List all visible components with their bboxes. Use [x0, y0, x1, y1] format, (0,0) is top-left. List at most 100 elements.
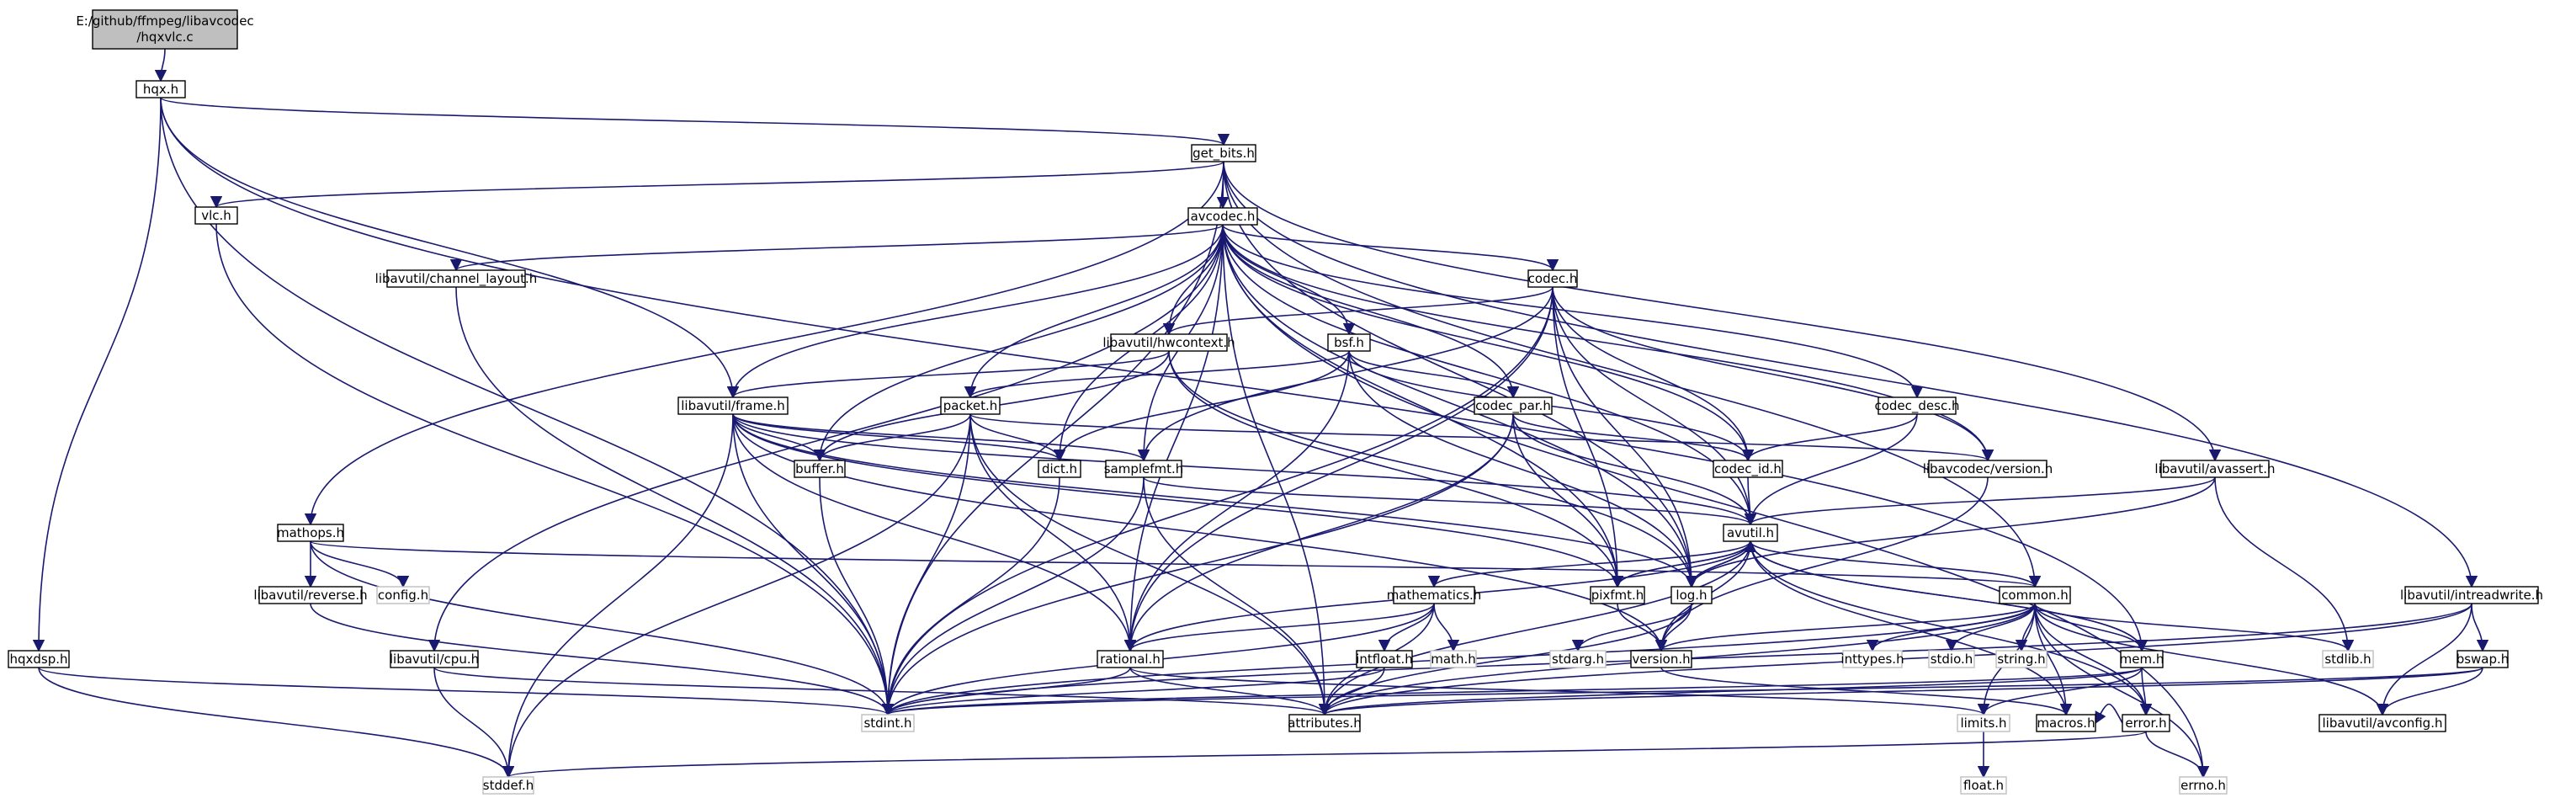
- graph-node-dict-h[interactable]: dict.h: [1038, 460, 1081, 478]
- graph-node-avutil-h[interactable]: avutil.h: [1723, 524, 1778, 542]
- include-edge-error-h-to-stddef-h: [502, 731, 2147, 779]
- include-edge-frame-h-to-stddef-h: [502, 413, 734, 779]
- include-edge-avcodec-h-to-log-h: [1222, 224, 1698, 588]
- graph-node-intfloat-h[interactable]: intfloat.h: [1356, 650, 1413, 668]
- graph-node-buffer-h[interactable]: buffer.h: [794, 460, 846, 478]
- graph-node-label: samplefmt.h: [1104, 461, 1184, 476]
- graph-node-label: libavutil/intreadwrite.h: [2400, 588, 2543, 603]
- graph-node-float-h[interactable]: float.h: [1960, 776, 2007, 795]
- graph-node-label: error.h: [2125, 716, 2166, 731]
- node-layer: E:/github/ffmpeg/libavcodec /hqxvlc.c hq…: [8, 9, 2543, 795]
- graph-node-attributes-h[interactable]: attributes.h: [1288, 714, 1362, 732]
- include-edge-get-bits-h-to-avassert-h: [1223, 161, 2222, 462]
- graph-node-label: mathops.h: [277, 525, 344, 540]
- graph-node-string-h[interactable]: string.h: [1995, 650, 2048, 668]
- graph-node-root-file[interactable]: E:/github/ffmpeg/libavcodec /hqxvlc.c: [76, 9, 254, 50]
- graph-node-error-h[interactable]: error.h: [2122, 714, 2170, 732]
- graph-node-pixfmt-h[interactable]: pixfmt.h: [1590, 586, 1645, 604]
- include-edge-frame-h-to-pixfmt-h: [732, 413, 1624, 588]
- include-edge-frame-h-to-rational-h: [732, 413, 1137, 652]
- graph-node-get-bits-h[interactable]: get_bits.h: [1191, 144, 1256, 162]
- include-edge-cpu-h-to-attributes-h: [433, 667, 1330, 716]
- include-edge-error-h-to-errno-h: [2145, 731, 2210, 779]
- graph-node-chlayout-h[interactable]: libavutil/channel_layout.h: [375, 269, 538, 288]
- include-edge-version-h-to-macros-h: [1660, 667, 2072, 716]
- include-edge-codec-h-to-codec-id-h: [1552, 286, 1755, 462]
- include-edge-mathops-h-to-stdint-h: [310, 540, 895, 716]
- graph-node-stddef-h[interactable]: stddef.h: [482, 776, 534, 795]
- include-edge-samplefmt-h-to-stdint-h: [881, 476, 1145, 716]
- graph-node-avassert-h[interactable]: libavutil/avassert.h: [2154, 460, 2276, 478]
- include-edge-pixfmt-h-to-version-h: [1617, 603, 1668, 652]
- graph-node-frame-h[interactable]: libavutil/frame.h: [677, 396, 789, 415]
- graph-node-vlc-h[interactable]: vlc.h: [194, 206, 238, 225]
- graph-node-label: mathematics.h: [1387, 588, 1482, 603]
- graph-node-log-h[interactable]: log.h: [1670, 586, 1713, 604]
- graph-node-stdarg-h[interactable]: stdarg.h: [1549, 650, 1607, 668]
- graph-node-codec-par-h[interactable]: codec_par.h: [1474, 396, 1553, 415]
- include-edge-codec-h-to-avutil-h: [1552, 286, 1757, 526]
- graph-node-label: bswap.h: [2456, 652, 2510, 667]
- include-edge-frame-h-to-stdint-h: [732, 413, 895, 716]
- graph-node-label: libavutil/channel_layout.h: [375, 271, 538, 287]
- graph-node-codec-h[interactable]: codec.h: [1527, 269, 1578, 288]
- graph-node-reverse-h[interactable]: libavutil/reverse.h: [253, 586, 368, 604]
- root-file-line2: /hqxvlc.c: [136, 29, 193, 45]
- graph-node-common-h[interactable]: common.h: [1999, 586, 2071, 604]
- graph-node-macros-h[interactable]: macros.h: [2036, 714, 2096, 732]
- graph-node-bsf-h[interactable]: bsf.h: [1327, 333, 1371, 352]
- graph-node-math-h[interactable]: math.h: [1430, 650, 1477, 668]
- include-edge-hqxdsp-h-to-stddef-h: [38, 667, 515, 779]
- graph-node-stdlib-h[interactable]: stdlib.h: [2322, 650, 2374, 668]
- graph-node-avcodec-h[interactable]: avcodec.h: [1187, 207, 1258, 226]
- include-edge-codec-desc-h-to-avutil-h: [1744, 413, 1918, 526]
- graph-node-label: rational.h: [1100, 652, 1161, 667]
- graph-node-stdio-h[interactable]: stdio.h: [1928, 650, 1975, 668]
- graph-node-packet-h[interactable]: packet.h: [940, 396, 1001, 415]
- graph-node-codec-desc-h[interactable]: codec_desc.h: [1874, 396, 1960, 415]
- graph-node-avconfig-h[interactable]: libavutil/avconfig.h: [2318, 714, 2446, 732]
- graph-node-errno-h[interactable]: errno.h: [2179, 776, 2228, 795]
- graph-node-bswap-h[interactable]: bswap.h: [2456, 650, 2510, 668]
- graph-node-lavc-version-h[interactable]: libavcodec/version.h: [1923, 460, 2053, 478]
- graph-node-mem-h[interactable]: mem.h: [2120, 650, 2164, 668]
- include-edge-mathops-h-to-common-h: [310, 540, 2041, 588]
- include-edge-avcodec-h-to-codec-id-h: [1222, 224, 1755, 462]
- graph-node-inttypes-h[interactable]: inttypes.h: [1840, 650, 1904, 668]
- include-edge-mem-h-to-avutil-h: [1744, 540, 2143, 652]
- graph-node-label: libavutil/cpu.h: [390, 652, 479, 667]
- graph-node-label: pixfmt.h: [1591, 588, 1644, 603]
- include-edge-packet-h-to-stdint-h: [881, 413, 971, 716]
- include-edge-bswap-h-to-avconfig-h: [2376, 667, 2483, 716]
- include-edge-mem-h-to-error-h: [2139, 667, 2153, 716]
- graph-node-hqxdsp-h[interactable]: hqxdsp.h: [8, 650, 70, 668]
- graph-node-codec-id-h[interactable]: codec_id.h: [1713, 460, 1783, 478]
- include-edge-avcodec-h-to-cpu-h: [428, 224, 1224, 652]
- graph-node-label: codec_desc.h: [1874, 398, 1959, 414]
- graph-node-hwcontext-h[interactable]: libavutil/hwcontext.h: [1102, 333, 1235, 352]
- graph-node-limits-h[interactable]: limits.h: [1957, 714, 2010, 732]
- include-edge-bsf-h-to-codec-par-h: [1348, 350, 1520, 399]
- graph-node-label: float.h: [1963, 778, 2004, 793]
- include-edge-avassert-h-to-stdlib-h: [2214, 476, 2355, 652]
- include-edge-mem-h-to-stdint-h: [882, 667, 2143, 716]
- include-edge-hqx-h-to-frame-h: [160, 97, 740, 399]
- graph-node-intreadwrite-h[interactable]: libavutil/intreadwrite.h: [2400, 586, 2543, 604]
- graph-node-label: config.h: [378, 588, 428, 603]
- graph-node-label: stdio.h: [1931, 652, 1973, 667]
- include-edge-get-bits-h-to-mathops-h: [304, 161, 1224, 526]
- include-edge-common-h-to-errno-h: [2034, 603, 2210, 779]
- graph-node-hqx-h[interactable]: hqx.h: [135, 80, 186, 98]
- graph-node-cpu-h[interactable]: libavutil/cpu.h: [390, 650, 479, 668]
- graph-node-version-h[interactable]: version.h: [1630, 650, 1692, 668]
- graph-node-mathops-h[interactable]: mathops.h: [277, 524, 344, 542]
- include-edge-packet-h-to-dict-h: [969, 413, 1066, 462]
- include-edge-bswap-h-to-stdint-h: [882, 667, 2483, 716]
- graph-node-config-h[interactable]: config.h: [376, 586, 430, 604]
- graph-node-mathematics-h[interactable]: mathematics.h: [1387, 586, 1482, 604]
- graph-node-samplefmt-h[interactable]: samplefmt.h: [1104, 460, 1184, 478]
- graph-node-rational-h[interactable]: rational.h: [1097, 650, 1164, 668]
- graph-node-label: bsf.h: [1334, 335, 1364, 350]
- graph-node-label: version.h: [1632, 652, 1690, 667]
- graph-node-stdint-h[interactable]: stdint.h: [861, 714, 915, 732]
